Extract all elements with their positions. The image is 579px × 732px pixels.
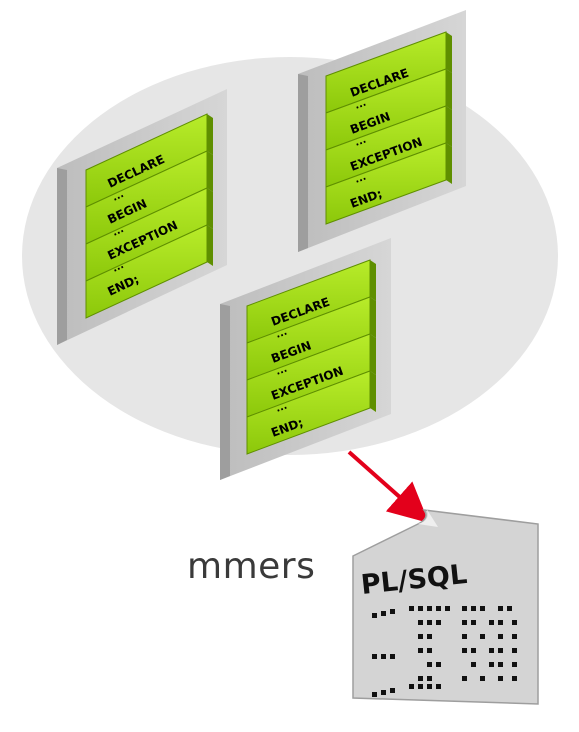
plsql-block-1: DECLARE ... BEGIN ... EXCEPTION ... END;	[57, 89, 227, 345]
ellipsis: ...	[111, 224, 126, 239]
ellipsis: ...	[353, 172, 367, 186]
block-sections	[325, 31, 452, 225]
ellipsis: ...	[274, 327, 288, 341]
plsql-block-2: DECLARE ... BEGIN ... EXCEPTION ... END;	[298, 10, 466, 252]
plsql-document-icon: PL/SQL	[352, 508, 539, 705]
ellipsis: ...	[111, 260, 126, 275]
block-sections	[85, 113, 213, 319]
ellipsis: ...	[353, 98, 367, 112]
ellipsis: ...	[111, 189, 126, 204]
caption-text-fragment: mmers	[187, 546, 316, 587]
compile-arrow	[347, 450, 429, 523]
code-lines-icon	[372, 606, 517, 697]
ellipsis: ...	[274, 364, 288, 378]
block-sections	[246, 259, 376, 455]
plsql-block-3: DECLARE ... BEGIN ... EXCEPTION ... END;	[220, 238, 391, 480]
ellipsis: ...	[274, 401, 288, 415]
ellipsis: ...	[353, 135, 367, 149]
